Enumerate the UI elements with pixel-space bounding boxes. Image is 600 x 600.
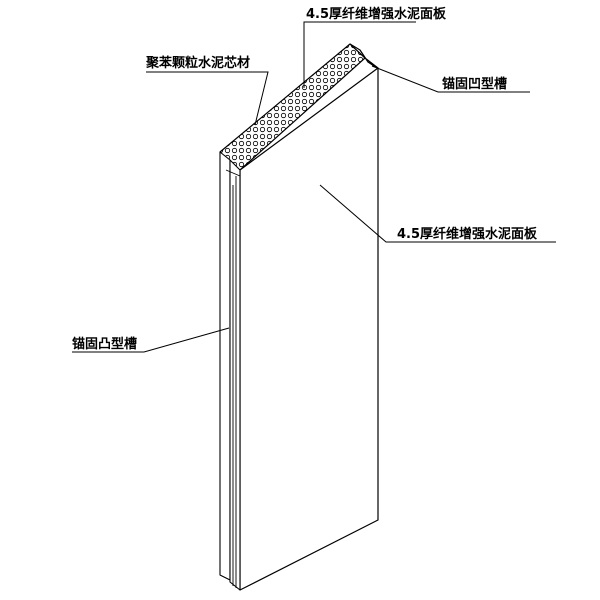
label-anchor-convex-groove: 锚固凸型槽: [72, 336, 137, 352]
concave-groove-notch: [349, 43, 379, 69]
label-front-face-board: 4.5厚纤维增强水泥面板: [397, 226, 538, 242]
convex-groove-strip: [229, 159, 241, 591]
label-core-material: 聚苯颗粒水泥芯材: [145, 55, 250, 71]
leader-convex: [72, 327, 230, 353]
leader-front-face: [319, 184, 556, 243]
leader-concave: [371, 65, 530, 93]
label-top-face-board: 4.5厚纤维增强水泥面板: [306, 6, 447, 22]
leader-lines: [72, 21, 556, 353]
label-anchor-concave-groove: 锚固凹型槽: [442, 76, 507, 92]
left-edge: [219, 151, 231, 581]
wall-panel: [219, 43, 379, 591]
leader-core: [146, 71, 269, 126]
leader-top-face: [303, 21, 416, 88]
tongue-top: [225, 169, 241, 177]
